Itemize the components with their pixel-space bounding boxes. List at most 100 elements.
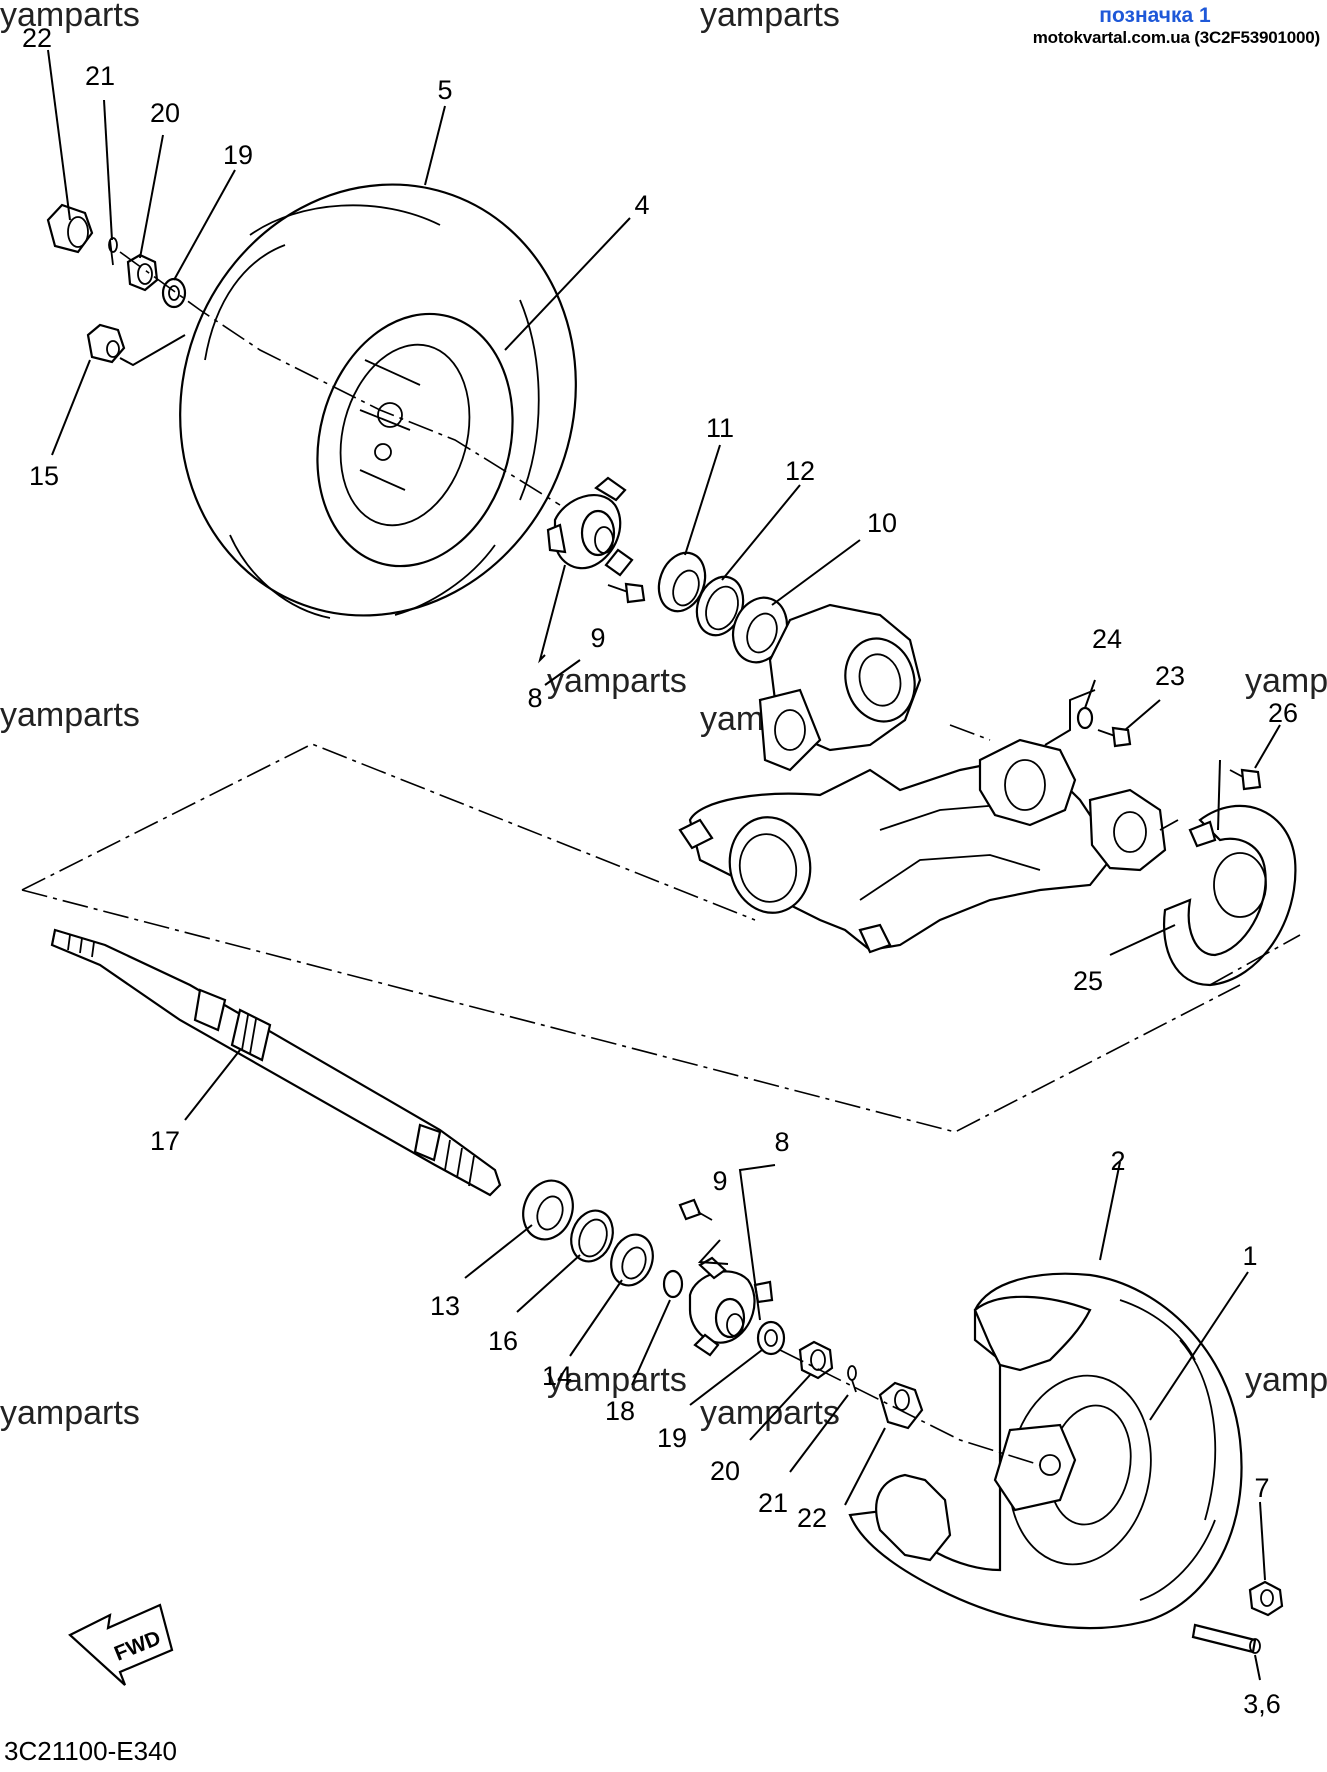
callout-18: 18 — [605, 1396, 635, 1426]
watermark-bottom-left: yamparts — [0, 1394, 140, 1432]
leader-1 — [1149, 1271, 1249, 1421]
callout-23: 23 — [1155, 661, 1185, 691]
swing-arm-assembly — [678, 603, 1179, 954]
watermark-mid-right: yamparts — [1245, 662, 1327, 700]
callout-8-bottom: 8 — [774, 1127, 789, 1157]
leader-16 — [516, 1254, 581, 1313]
part-24-washer — [1076, 706, 1094, 730]
leader-26-bracket — [1217, 759, 1221, 831]
callout-19-bottom: 19 — [657, 1423, 687, 1453]
part-19-washer-bottom — [756, 1320, 786, 1356]
part-22-cap-top — [46, 203, 94, 254]
axle-box-right — [1209, 934, 1301, 986]
axle-box-upper — [21, 743, 756, 921]
part-26-bolt — [1229, 768, 1262, 791]
part-19-washer-top-hole — [168, 285, 180, 301]
leader-15-bracket — [119, 334, 186, 367]
callout-16: 16 — [488, 1326, 518, 1356]
part-3-6-valve — [1191, 1623, 1261, 1654]
part-21-cotter-pin-top — [108, 237, 118, 266]
part-23-bolt — [1097, 726, 1132, 748]
callout-4: 4 — [634, 190, 649, 220]
header-source: motokvartal.com.ua (3C2F53901000) — [1032, 28, 1320, 47]
part-10-bearing — [731, 596, 789, 664]
callout-9-top: 9 — [590, 623, 605, 653]
callout-26: 26 — [1268, 698, 1298, 728]
axle-box-lower — [21, 889, 1241, 1133]
watermark-mid-center-1: yamparts — [547, 662, 687, 700]
alignment-line-lower — [779, 1349, 1041, 1466]
callout-7: 7 — [1254, 1473, 1269, 1503]
part-7-nut — [1248, 1580, 1284, 1617]
leader-14 — [569, 1279, 623, 1357]
watermark-bottom-center-1: yamparts — [547, 1361, 687, 1399]
callout-21-top: 21 — [85, 61, 115, 91]
part-14-oil-seal — [610, 1233, 654, 1287]
part-9-bolt-bottom — [678, 1198, 713, 1221]
part-16-circlip — [570, 1209, 614, 1263]
part-8-hub-bottom — [688, 1256, 774, 1357]
fwd-arrow: FWD — [68, 1603, 174, 1686]
part-18-o-ring — [662, 1269, 684, 1299]
part-21-cotter-pin-bottom — [847, 1365, 857, 1393]
callout-24: 24 — [1092, 624, 1122, 654]
leader-22-top — [47, 49, 71, 221]
callout-22-bottom: 22 — [797, 1503, 827, 1533]
leader-10 — [771, 539, 861, 606]
callout-2: 2 — [1110, 1146, 1125, 1176]
leader-7 — [1259, 1501, 1266, 1581]
part-11-oil-seal — [657, 551, 707, 613]
leader-19-top — [173, 169, 236, 281]
part-25-brake-plate — [1163, 804, 1297, 987]
callout-14: 14 — [542, 1361, 572, 1391]
part-19-washer-top — [161, 277, 187, 309]
leader-11 — [684, 444, 721, 556]
leader-26 — [1254, 724, 1281, 769]
part-13-bearing — [522, 1179, 574, 1241]
callout-22-top: 22 — [22, 23, 52, 53]
leader-12 — [721, 484, 801, 581]
callout-9-bottom: 9 — [712, 1166, 727, 1196]
leader-2 — [1099, 1161, 1121, 1261]
callout-20-bottom: 20 — [710, 1456, 740, 1486]
watermark-top-left: yamparts — [0, 0, 140, 34]
leader-13 — [464, 1224, 533, 1279]
callout-25: 25 — [1073, 966, 1103, 996]
leader-5 — [424, 105, 446, 186]
callout-12: 12 — [785, 456, 815, 486]
leader-20-top — [139, 134, 164, 259]
leader-22-bottom — [844, 1427, 886, 1506]
callout-10: 10 — [867, 508, 897, 538]
leader-21-top — [103, 99, 113, 241]
leader-17 — [184, 1049, 241, 1121]
leader-25 — [1109, 924, 1176, 956]
callout-17: 17 — [150, 1126, 180, 1156]
watermark-bottom-right: yamparts — [1245, 1361, 1327, 1399]
header-title: позначка 1 — [1099, 4, 1211, 27]
leader-23 — [1124, 699, 1161, 731]
callout-15: 15 — [29, 461, 59, 491]
leader-8-top — [538, 564, 581, 686]
leader-24 — [1084, 679, 1096, 709]
lower-wheel — [848, 1272, 1243, 1630]
part-19-washer-bottom-hole — [764, 1329, 778, 1347]
part-22-cap-bottom — [878, 1381, 924, 1430]
callout-19-top: 19 — [223, 140, 253, 170]
callout-20-top: 20 — [150, 98, 180, 128]
leader-20-bottom — [749, 1374, 811, 1441]
callout-5: 5 — [437, 75, 452, 105]
leader-9-bottom-bracket — [697, 1239, 729, 1265]
leader-19-bottom — [689, 1349, 763, 1406]
leader-21-bottom — [789, 1394, 849, 1473]
leader-8-bottom — [738, 1164, 776, 1321]
watermark-mid-left: yamparts — [0, 696, 140, 734]
leader-4 — [504, 217, 631, 351]
leader-23-bracket — [1044, 689, 1096, 746]
callout-3-6: 3,6 — [1243, 1689, 1281, 1719]
watermark-top-center: yamparts — [700, 0, 840, 34]
diagram-code: 3C21100-E340 — [4, 1736, 177, 1766]
leader-15 — [51, 359, 91, 456]
leader-36 — [1254, 1654, 1261, 1681]
part-8-hub-top — [546, 476, 634, 577]
